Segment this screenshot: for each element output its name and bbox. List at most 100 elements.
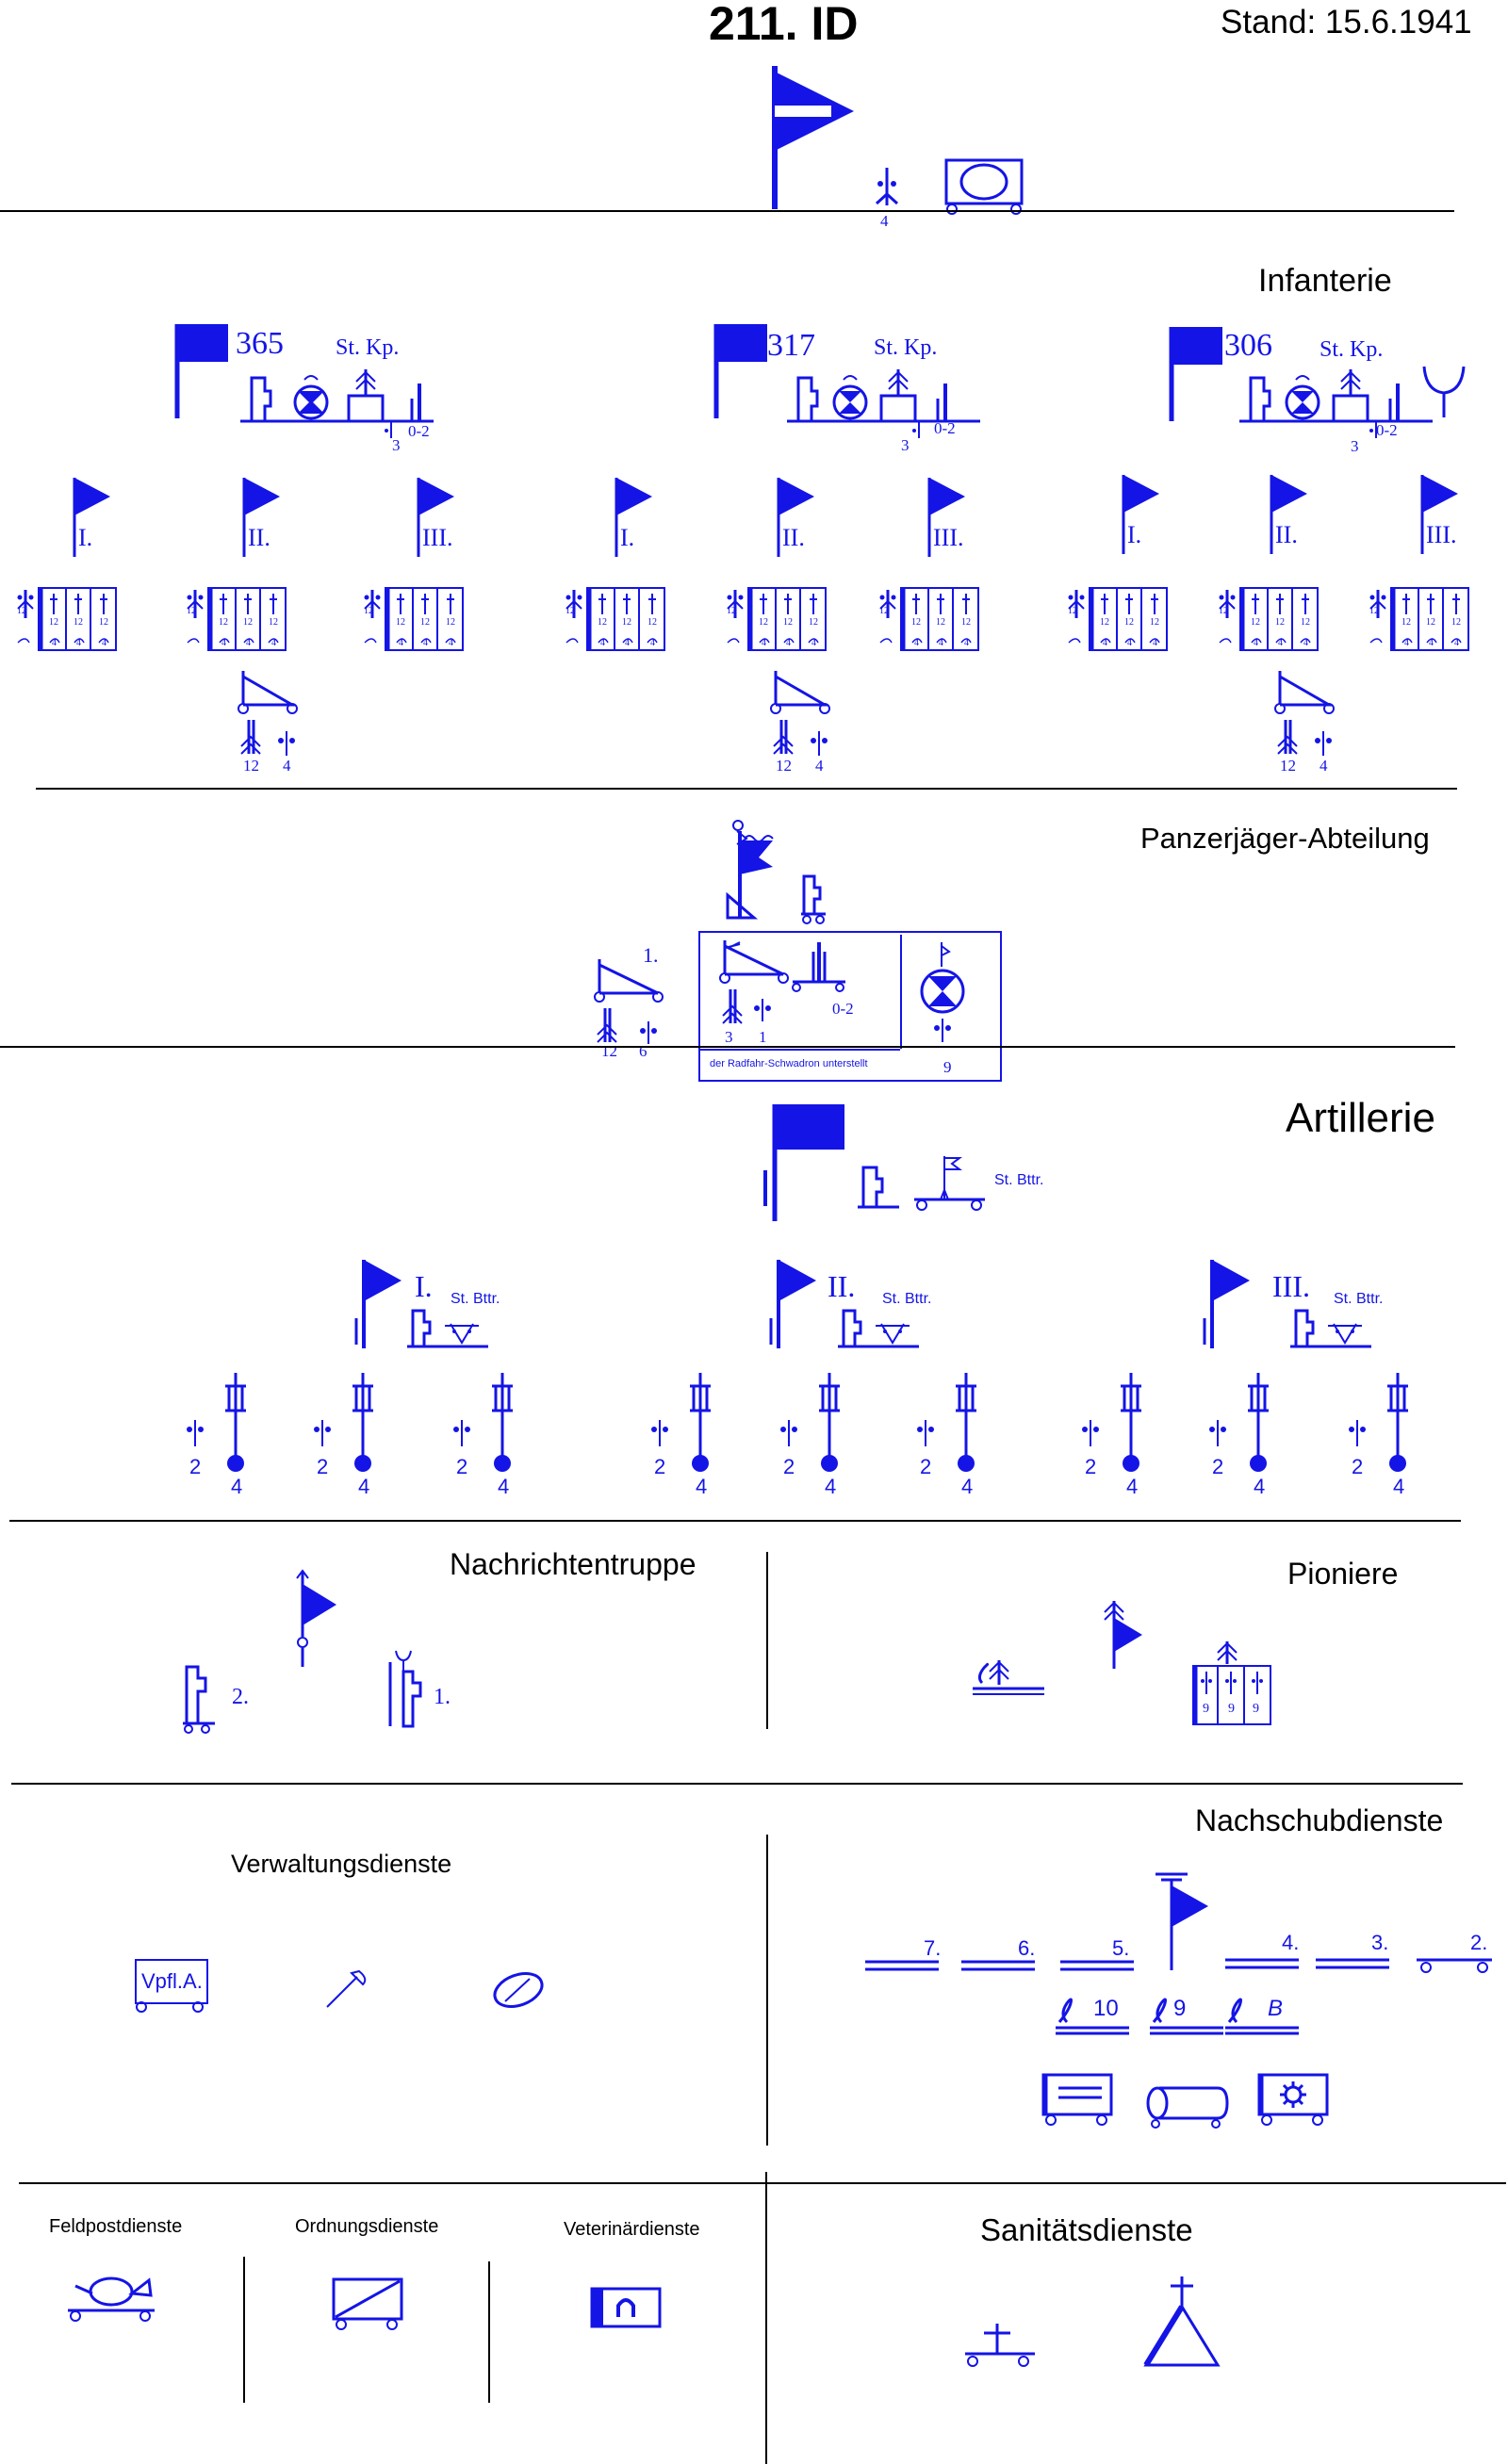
divider-nachr-pion	[766, 1552, 768, 1729]
artillery-battalion-flag-icon	[356, 1260, 402, 1352]
gun-num-2: 2	[1212, 1455, 1224, 1478]
section-nachschub: Nachschubdienste	[1195, 1803, 1444, 1837]
company-sub: 4	[52, 638, 57, 648]
howitzer-battery-icon	[1082, 1371, 1155, 1472]
artillery-stbttr: St. Bttr.	[451, 1291, 500, 1307]
howitzer-battery	[1206, 1371, 1282, 1475]
divider-fp-od	[243, 2257, 245, 2403]
howitzer-battery-icon	[314, 1371, 386, 1472]
sub-02: 0-2	[408, 422, 430, 440]
gun-num-4: 4	[1126, 1475, 1139, 1498]
engineer-num-2: 9	[1228, 1702, 1235, 1716]
company-sub: 4	[221, 638, 226, 648]
workshop-truck-icon	[1255, 2071, 1331, 2128]
company-sub: 4	[600, 638, 605, 648]
company-num: 12	[269, 617, 278, 628]
howitzer-battery-icon	[917, 1371, 990, 1472]
howitzer-battery	[1079, 1371, 1155, 1475]
company-num: 12	[1426, 617, 1435, 628]
company-sub: 4	[1103, 638, 1107, 648]
battalion-flag-icon	[1268, 475, 1307, 558]
mg-symbol-icon	[875, 168, 899, 213]
battalion-label: III.	[1426, 521, 1457, 548]
infantry-companies-icon	[14, 586, 120, 654]
light-column	[1225, 1996, 1301, 2037]
gun-num-4: 4	[961, 1475, 974, 1498]
supply-column-label: 4.	[1282, 1931, 1300, 1954]
company-sub: 4	[939, 638, 943, 648]
battalion-flag	[415, 476, 462, 561]
signal-company-1-icon	[385, 1649, 432, 1730]
company-num: 12	[759, 617, 768, 628]
gun-num-2: 2	[189, 1455, 202, 1478]
regiment-number: 306	[1224, 328, 1272, 363]
atk-num-12: 12	[1280, 757, 1296, 775]
divider-infanterie	[36, 788, 1457, 790]
battalion-flag-icon	[1120, 475, 1159, 558]
supply-column-icon	[1316, 1958, 1391, 1971]
artillery-battalion-label: III.	[1272, 1269, 1310, 1303]
antitank-gun-icon	[768, 671, 839, 765]
battalion-label: II.	[248, 524, 270, 551]
infantry-companies	[184, 586, 289, 654]
artillery-battalion-flag-icon	[1205, 1260, 1250, 1352]
company-sub: 4	[1454, 638, 1459, 648]
light-column	[1056, 1996, 1131, 2037]
company-sub: 4	[399, 638, 403, 648]
battalion-label: I.	[620, 524, 635, 551]
artillery-staff	[407, 1305, 492, 1352]
regiment-365: 365 St. Kp. 3 0-2	[170, 322, 452, 454]
battalion-flag-icon	[926, 478, 965, 561]
infantry-companies	[877, 586, 982, 654]
company-num: 12	[17, 606, 26, 616]
howitzer-battery-icon	[187, 1371, 259, 1472]
artillery-battalion-flag-icon	[771, 1260, 816, 1352]
engineer-flag-icon	[1101, 1597, 1142, 1673]
supply-motor-column	[1417, 1954, 1496, 1977]
kradschuetzen-icon	[919, 938, 975, 1047]
company-num: 12	[1219, 606, 1228, 616]
gun-num-4: 4	[358, 1475, 370, 1498]
panzerjaeger-flag-icon	[726, 818, 782, 923]
section-artillerie: Artillerie	[1286, 1095, 1435, 1141]
atk-num-12: 12	[776, 757, 792, 775]
howitzer-battery	[184, 1371, 259, 1475]
divider-nachr	[11, 1783, 1463, 1785]
divider-artillerie	[9, 1520, 1461, 1522]
bridge-column-icon	[973, 1656, 1048, 1700]
bakery-icon	[490, 1969, 547, 2011]
battalion-flag-icon	[775, 478, 814, 561]
section-veterinaer: Veterinärdienste	[564, 2219, 700, 2240]
regiment-number: 317	[767, 328, 815, 363]
antitank-gun	[1272, 671, 1343, 765]
supply-column-icon	[961, 1960, 1037, 1973]
company-num: 12	[74, 617, 83, 628]
artillery-battalion-label: I.	[415, 1269, 433, 1303]
gun-num-4: 4	[498, 1475, 510, 1498]
gun-num-4: 4	[825, 1475, 837, 1498]
atk-num-4: 4	[1320, 757, 1328, 775]
sub-3: 3	[392, 436, 401, 454]
divider-panzerjaeger	[0, 1046, 1455, 1048]
company-sub: 4	[786, 638, 791, 648]
company-sub: 4	[271, 638, 276, 648]
artillery-staff	[838, 1305, 923, 1352]
section-feldpost: Feldpostdienste	[49, 2216, 183, 2237]
company-num: 12	[879, 606, 889, 616]
company-num: 12	[1301, 617, 1310, 628]
company-num: 12	[364, 606, 373, 616]
military-police-truck-icon	[330, 2276, 405, 2332]
company-num: 12	[1068, 606, 1077, 616]
company-num: 12	[99, 617, 108, 628]
company-sub: 4	[914, 638, 919, 648]
artillery-regiment-flag-icon	[762, 1104, 844, 1225]
company-num: 12	[1401, 617, 1411, 628]
antitank-gun-icon	[1272, 671, 1343, 765]
box-02: 0-2	[832, 1000, 854, 1018]
company-num: 12	[1100, 617, 1109, 628]
divider-verwaltung	[19, 2182, 1506, 2184]
gun-num-2: 2	[654, 1455, 666, 1478]
gun-num-2: 2	[456, 1455, 468, 1478]
division-flag-icon	[763, 66, 854, 212]
company-num: 12	[396, 617, 405, 628]
